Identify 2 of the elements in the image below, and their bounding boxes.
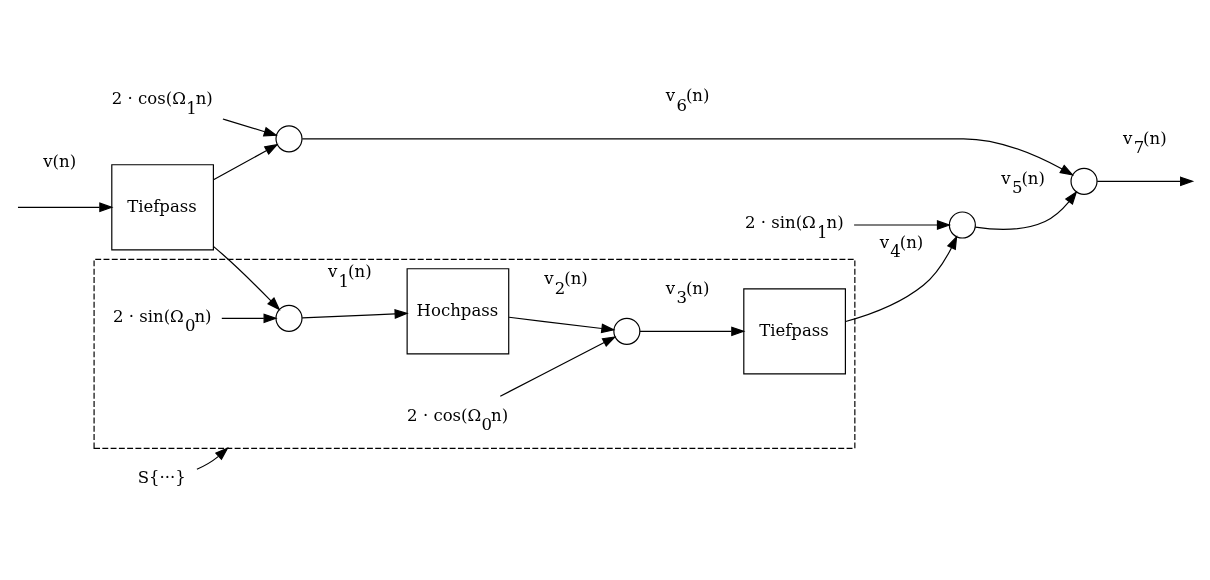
edge-label: v(n) bbox=[43, 152, 77, 172]
node-text: S{···} bbox=[137, 468, 186, 488]
